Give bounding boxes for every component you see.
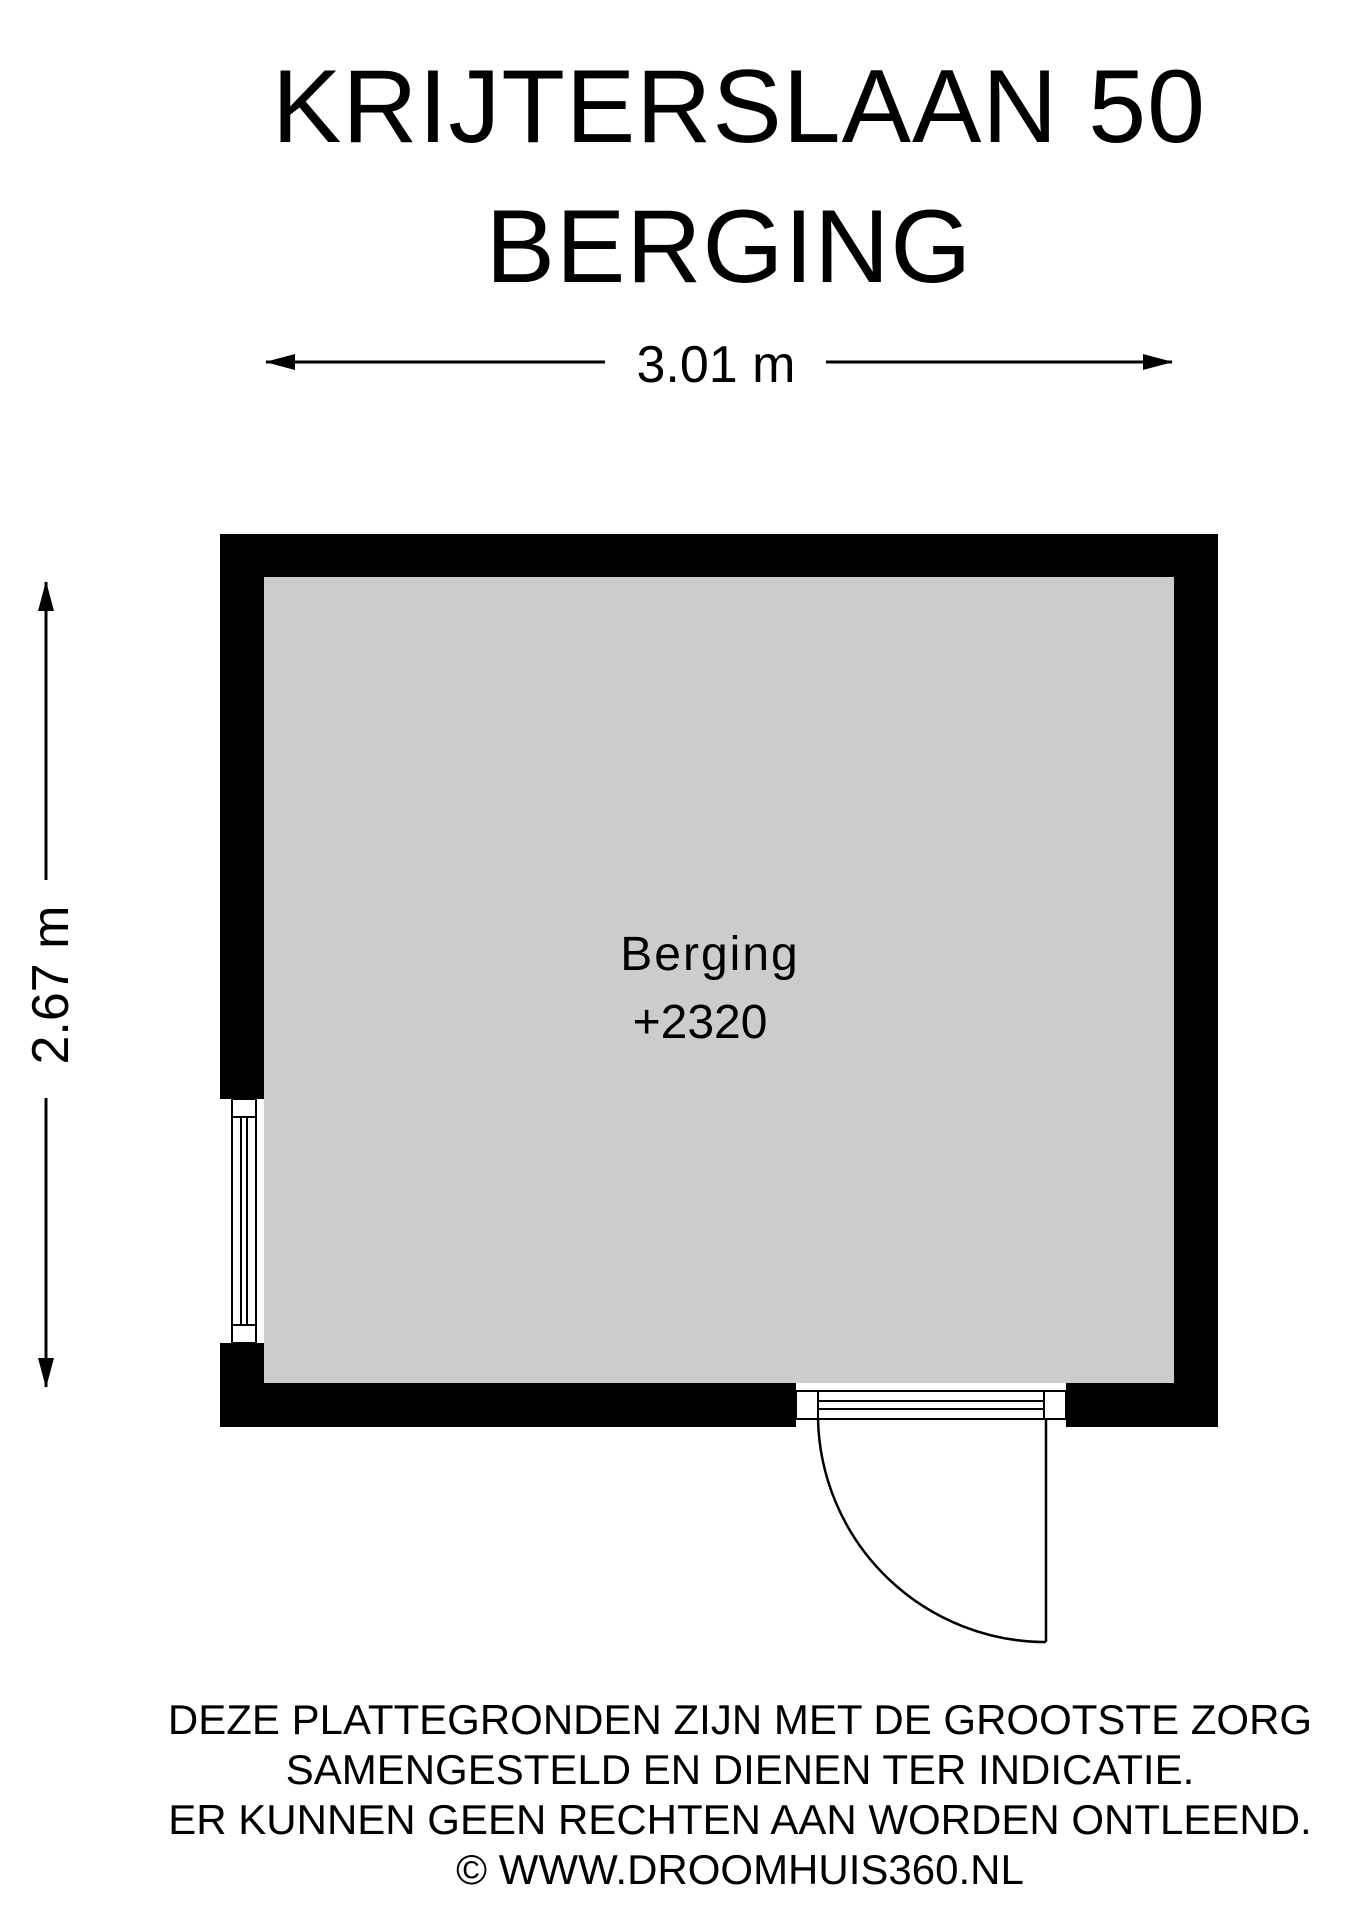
plan-title-room: BERGING [485, 189, 973, 305]
disclaimer-line-2: SAMENGESTELD EN DIENEN TER INDICATIE. [285, 1746, 1195, 1793]
disclaimer: DEZE PLATTEGRONDEN ZIJN MET DE GROOTSTE … [140, 1695, 1340, 1895]
door-bottom [795, 1390, 1067, 1644]
room-floor-berging [264, 577, 1174, 1383]
height-dimension: 2.67 m [22, 581, 80, 1388]
door-frame [795, 1390, 1067, 1420]
room-level-label: +2320 [633, 996, 768, 1049]
window-left [231, 1098, 257, 1344]
wall-top [220, 534, 1218, 577]
disclaimer-line-3: ER KUNNEN GEEN RECHTEN AAN WORDEN ONTLEE… [168, 1796, 1312, 1843]
window-frame [231, 1098, 257, 1344]
wall-left-upper [220, 534, 264, 1099]
room-name-label: Berging [620, 928, 799, 981]
height-dimension-label: 2.67 m [22, 906, 80, 1065]
width-dimension-label: 3.01 m [637, 336, 796, 394]
wall-bottom-left [220, 1383, 796, 1427]
disclaimer-line-1: DEZE PLATTEGRONDEN ZIJN MET DE GROOTSTE … [167, 1696, 1313, 1743]
wall-bottom-right [1066, 1383, 1218, 1427]
wall-right [1174, 534, 1218, 1427]
door-swing-arc [816, 1418, 1047, 1644]
disclaimer-copyright: © WWW.DROOMHUIS360.NL [456, 1846, 1024, 1893]
width-dimension: 3.01 m [265, 336, 1173, 394]
plan-title-address: KRIJTERSLAAN 50 [272, 49, 1206, 165]
walls [220, 534, 1218, 1427]
